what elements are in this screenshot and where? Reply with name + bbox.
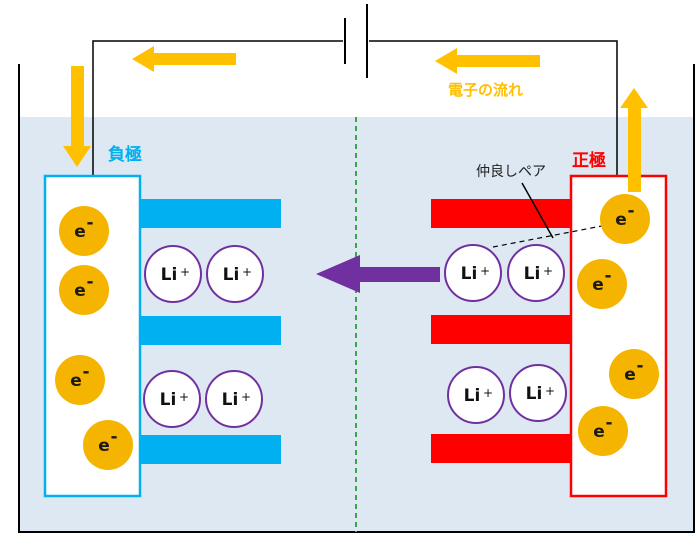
electron-label: e <box>74 281 86 301</box>
negative-plate <box>140 435 281 464</box>
electron: e - <box>577 259 627 309</box>
flow-arrow-icon <box>620 88 648 192</box>
negative-electrode-label: 負極 <box>108 144 142 165</box>
lithium-ion-label: Li <box>160 390 177 410</box>
lithium-ion: Li + <box>206 245 264 303</box>
negative-plate <box>140 316 281 345</box>
electron-charge: - <box>86 213 93 233</box>
lithium-ion-label: Li <box>524 264 541 284</box>
lithium-ion: Li + <box>509 364 567 422</box>
electron-charge: - <box>605 413 612 433</box>
electron-label: e <box>70 371 82 391</box>
lithium-ion-label: Li <box>461 264 478 284</box>
electron-charge: - <box>82 362 89 382</box>
pair-pointer-line <box>521 182 554 239</box>
electron-charge: - <box>636 356 643 376</box>
lithium-ion-label: Li <box>161 265 178 285</box>
electron-flow-label: 電子の流れ <box>448 81 523 99</box>
electron: e - <box>600 194 650 244</box>
lithium-ion-charge: + <box>242 265 252 279</box>
electron-charge: - <box>110 427 117 447</box>
electron-charge: - <box>86 272 93 292</box>
ion-migration-arrow-icon <box>316 255 440 293</box>
electron-label: e <box>615 210 627 230</box>
negative-plate <box>140 199 281 228</box>
flow-arrow-icon <box>435 48 540 74</box>
lithium-ion-charge: + <box>241 390 251 404</box>
electron: e - <box>59 206 109 256</box>
electron-label: e <box>74 222 86 242</box>
electron-charge: - <box>627 201 634 221</box>
lithium-ion-charge: + <box>543 264 553 278</box>
electron-label: e <box>592 275 604 295</box>
lithium-ion-charge: + <box>180 265 190 279</box>
lithium-ion: Li + <box>507 244 565 302</box>
lithium-ion-label: Li <box>223 265 240 285</box>
electron-label: e <box>624 365 636 385</box>
pair-dashed-line <box>492 223 613 248</box>
electron-charge: - <box>604 266 611 286</box>
electron: e - <box>609 349 659 399</box>
positive-plate <box>431 199 572 228</box>
lithium-ion: Li + <box>447 366 505 424</box>
lithium-ion: Li + <box>144 245 202 303</box>
lithium-ion-label: Li <box>526 384 543 404</box>
electron-label: e <box>593 422 605 442</box>
electron: e - <box>55 355 105 405</box>
positive-plate <box>431 315 572 344</box>
lithium-ion-charge: + <box>545 384 555 398</box>
positive-electrode-label: 正極 <box>572 150 606 171</box>
flow-arrow-icon <box>63 66 91 167</box>
lithium-ion: Li + <box>444 244 502 302</box>
lithium-ion-label: Li <box>464 386 481 406</box>
electron-label: e <box>98 436 110 456</box>
electron: e - <box>578 406 628 456</box>
positive-plate <box>431 434 572 463</box>
lithium-ion-charge: + <box>480 264 490 278</box>
lithium-ion-charge: + <box>483 386 493 400</box>
circuit-wire-right <box>369 40 618 176</box>
circuit-wire-left <box>92 40 343 176</box>
pair-label: 仲良しペア <box>476 164 546 180</box>
electron: e - <box>83 420 133 470</box>
electron: e - <box>59 265 109 315</box>
lithium-ion-label: Li <box>222 390 239 410</box>
lithium-ion-charge: + <box>179 390 189 404</box>
lithium-ion: Li + <box>143 370 201 428</box>
battery-symbol-icon <box>344 4 368 78</box>
lithium-ion: Li + <box>205 370 263 428</box>
flow-arrow-icon <box>132 46 236 72</box>
